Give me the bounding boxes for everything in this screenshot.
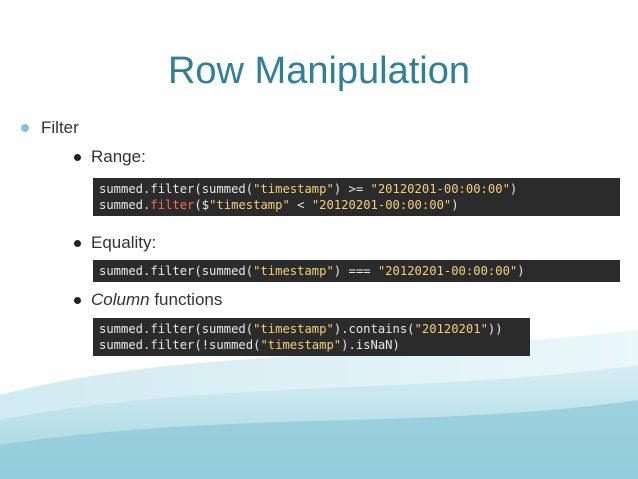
code-token: ) (517, 264, 525, 278)
code-token: "20120201-00:00:00" (370, 182, 510, 196)
code-token: "timestamp" (253, 182, 334, 196)
code-token: ).contains( (333, 322, 415, 336)
bullet-range: Range: (74, 147, 146, 167)
bullet-range-label: Range: (91, 147, 146, 166)
code-token: "20120201-00:00:00" (377, 264, 518, 278)
code-token: ).isNaN) (341, 338, 400, 352)
code-line: summed.filter(summed("timestamp").contai… (99, 321, 524, 337)
code-token: ) === (333, 264, 378, 278)
column-label-rest: functions (149, 290, 223, 309)
code-block-range: summed.filter(summed("timestamp") >= "20… (93, 178, 620, 216)
code-token: summed.filter(!summed( (99, 338, 261, 352)
code-token: filter (150, 198, 195, 212)
code-line: summed.filter(summed("timestamp") === "2… (99, 263, 614, 279)
code-token: ($ (194, 198, 210, 212)
code-token: )) (487, 322, 503, 336)
bullet-filter: Filter (21, 118, 79, 138)
code-line: summed.filter(!summed("timestamp").isNaN… (99, 337, 524, 353)
code-token: summed. (99, 198, 151, 212)
code-token: "timestamp" (253, 322, 334, 336)
code-token: "timestamp" (260, 338, 342, 352)
column-label-italic: Column (91, 290, 150, 309)
bullet-column-functions: Column functions (74, 290, 222, 310)
bullet-filter-label: Filter (41, 118, 79, 137)
bullet-dot (74, 239, 81, 247)
bullet-equality-label: Equality: (91, 233, 157, 252)
code-token: summed.filter(summed( (99, 182, 254, 196)
code-block-column-functions: summed.filter(summed("timestamp").contai… (93, 318, 530, 356)
code-token: "timestamp" (253, 264, 334, 278)
code-line: summed.filter($"timestamp" < "20120201-0… (99, 197, 614, 213)
slide-title: Row Manipulation (167, 50, 471, 92)
code-token: "timestamp" (209, 198, 290, 212)
bullet-dot (21, 124, 29, 132)
code-token: summed.filter(summed( (99, 264, 254, 278)
bullet-dot (74, 153, 81, 161)
code-line: summed.filter(summed("timestamp") >= "20… (99, 181, 614, 197)
code-token: ) (451, 198, 459, 212)
code-block-equality: summed.filter(summed("timestamp") === "2… (93, 260, 620, 282)
bullet-dot (74, 296, 81, 304)
bullet-equality: Equality: (74, 233, 156, 253)
code-token: "20120201" (414, 322, 488, 336)
bullet-column-label: Column functions (91, 290, 222, 310)
code-token: ) (509, 182, 518, 196)
code-token: summed.filter(summed( (99, 322, 254, 336)
code-token: < (289, 198, 312, 212)
code-token: ) >= (333, 182, 371, 196)
code-token: "20120201-00:00:00" (311, 198, 452, 212)
